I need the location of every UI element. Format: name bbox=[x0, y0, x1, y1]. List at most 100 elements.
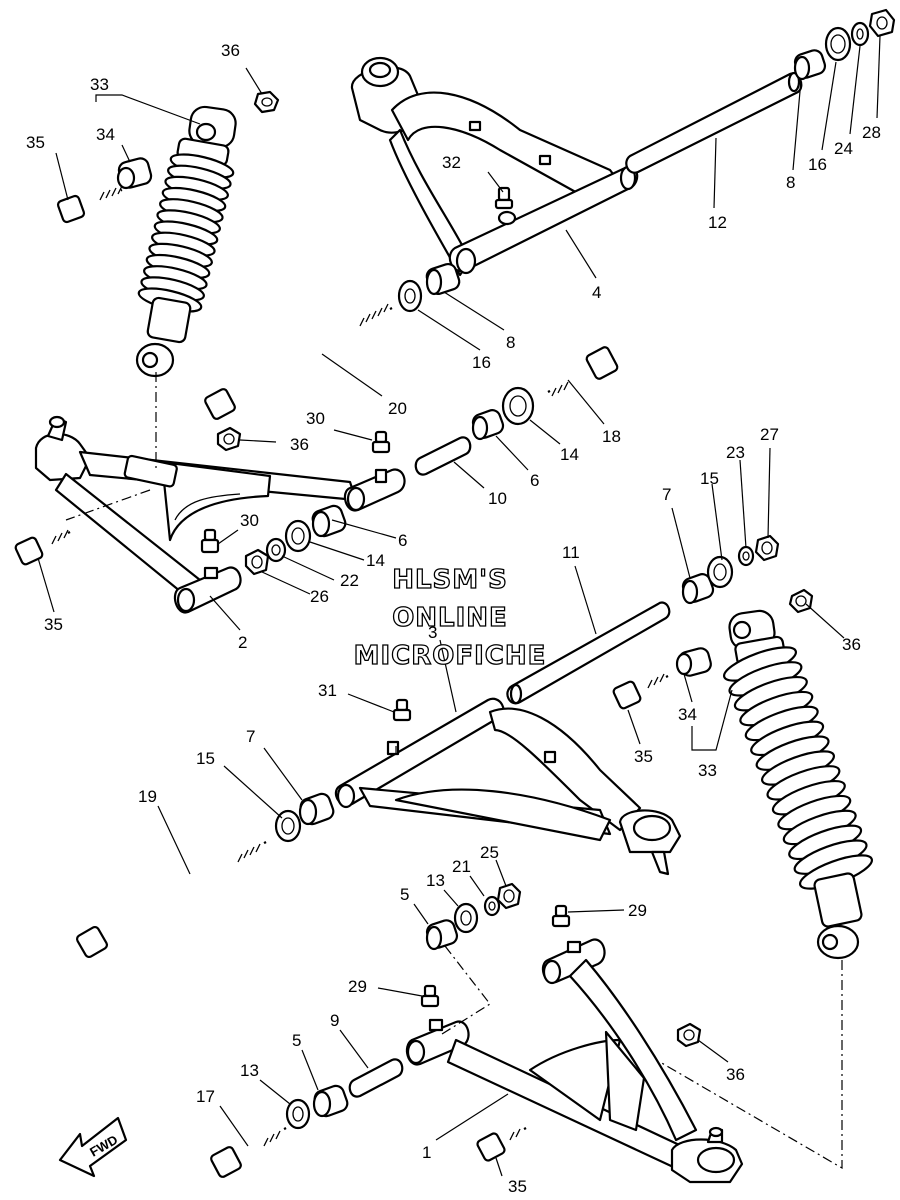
bolt-35-mid-left[interactable] bbox=[14, 529, 71, 566]
bolt-18[interactable] bbox=[547, 346, 619, 397]
nut-27[interactable] bbox=[754, 534, 780, 562]
nut-26[interactable] bbox=[244, 548, 270, 576]
washer-21[interactable] bbox=[483, 895, 501, 917]
lower-a-arm-2[interactable] bbox=[34, 415, 406, 614]
watermark-line-2: ONLINE bbox=[392, 603, 508, 633]
grease-fitting-30-bottom[interactable] bbox=[200, 528, 220, 580]
callout-16: 16 bbox=[808, 155, 827, 174]
bushing-6-right[interactable] bbox=[471, 408, 506, 441]
washer-23[interactable] bbox=[737, 545, 755, 567]
spacer-10[interactable] bbox=[414, 436, 472, 476]
callout-22: 22 bbox=[340, 571, 359, 590]
grease-fitting-29-upper[interactable] bbox=[551, 904, 571, 928]
watermark-line-1: HLSM'S bbox=[392, 565, 508, 595]
bushing-7-right[interactable] bbox=[681, 572, 716, 605]
callout-18: 18 bbox=[602, 427, 621, 446]
nut-28[interactable] bbox=[868, 8, 896, 38]
callout-28: 28 bbox=[862, 123, 881, 142]
assembly-dash-lines bbox=[65, 372, 843, 1170]
bushing-34-left[interactable] bbox=[116, 157, 153, 190]
nut-36-mid[interactable] bbox=[216, 426, 242, 452]
seal-15-right[interactable] bbox=[706, 555, 734, 589]
seal-14-right[interactable] bbox=[501, 386, 535, 426]
nut-36-bottom[interactable] bbox=[676, 1022, 702, 1048]
upper-a-arm-4[interactable] bbox=[350, 56, 639, 277]
bolt-19[interactable] bbox=[75, 840, 267, 959]
callout-35: 35 bbox=[508, 1177, 527, 1196]
bolt-35-bottom[interactable] bbox=[476, 1127, 527, 1162]
grease-fitting-31[interactable] bbox=[392, 698, 412, 722]
nut-36-right[interactable] bbox=[788, 588, 814, 614]
callout-23: 23 bbox=[726, 443, 745, 462]
left-shock-absorber[interactable] bbox=[135, 105, 238, 378]
callout-1: 1 bbox=[422, 1143, 431, 1162]
grease-fitting-30-top[interactable] bbox=[371, 430, 391, 454]
callout-30: 30 bbox=[240, 511, 259, 530]
nut-25[interactable] bbox=[496, 882, 522, 910]
right-shock-absorber[interactable] bbox=[721, 609, 876, 960]
washer-22[interactable] bbox=[265, 537, 287, 563]
bolt-20[interactable] bbox=[204, 303, 393, 420]
bushing-5-upper[interactable] bbox=[425, 918, 459, 951]
seal-16-top[interactable] bbox=[824, 26, 852, 62]
callout-30: 30 bbox=[306, 409, 325, 428]
callout-17: 17 bbox=[196, 1087, 215, 1106]
callout-36: 36 bbox=[842, 635, 861, 654]
bushing-34-right[interactable] bbox=[675, 647, 713, 678]
callout-15: 15 bbox=[700, 469, 719, 488]
grease-fitting-29-lower[interactable] bbox=[420, 984, 440, 1008]
bolt-35-top-left[interactable] bbox=[56, 185, 123, 224]
callout-35: 35 bbox=[26, 133, 45, 152]
seal-14-left[interactable] bbox=[284, 519, 312, 553]
callout-31: 31 bbox=[318, 681, 337, 700]
callout-9: 9 bbox=[330, 1011, 339, 1030]
callout-27: 27 bbox=[760, 425, 779, 444]
callout-5: 5 bbox=[400, 885, 409, 904]
watermark: HLSM'S ONLINE MICROFICHE bbox=[353, 564, 546, 671]
callout-6: 6 bbox=[530, 471, 539, 490]
callout-29: 29 bbox=[628, 901, 647, 920]
bushing-6-left[interactable] bbox=[310, 504, 347, 539]
callout-12: 12 bbox=[708, 213, 727, 232]
callout-11: 11 bbox=[562, 543, 580, 562]
callout-13: 13 bbox=[240, 1061, 259, 1080]
bushing-8-top[interactable] bbox=[793, 48, 827, 81]
washer-24[interactable] bbox=[850, 21, 870, 47]
bushing-7-left[interactable] bbox=[298, 792, 335, 827]
callout-8: 8 bbox=[786, 173, 795, 192]
callout-32: 32 bbox=[442, 153, 461, 172]
callout-2: 2 bbox=[238, 633, 247, 652]
callout-16: 16 bbox=[472, 353, 491, 372]
callout-24: 24 bbox=[834, 139, 853, 158]
fwd-arrow: FWD bbox=[58, 1116, 128, 1178]
callout-25: 25 bbox=[480, 843, 499, 862]
callout-36: 36 bbox=[221, 41, 240, 60]
callout-36: 36 bbox=[726, 1065, 745, 1084]
callout-36: 36 bbox=[290, 435, 309, 454]
leader-lines bbox=[37, 35, 881, 1177]
seal-16-mid[interactable] bbox=[397, 279, 423, 313]
callout-34: 34 bbox=[96, 125, 115, 144]
spacer-9[interactable] bbox=[348, 1058, 404, 1098]
callout-7: 7 bbox=[662, 485, 671, 504]
seal-13-lower[interactable] bbox=[285, 1098, 311, 1130]
seal-13-upper[interactable] bbox=[453, 902, 479, 934]
bolt-17[interactable] bbox=[210, 1127, 287, 1178]
callout-34: 34 bbox=[678, 705, 697, 724]
callout-29: 29 bbox=[348, 977, 367, 996]
callout-15: 15 bbox=[196, 749, 215, 768]
shaft-12[interactable] bbox=[625, 71, 803, 174]
nut-36-top[interactable] bbox=[253, 90, 280, 114]
grease-fitting-32[interactable] bbox=[494, 186, 517, 226]
callout-33: 33 bbox=[90, 75, 109, 94]
upper-a-arm-3[interactable] bbox=[334, 697, 682, 876]
bolt-35-mid-right[interactable] bbox=[612, 673, 669, 710]
shaft-11[interactable] bbox=[506, 601, 671, 705]
bushing-5-lower[interactable] bbox=[312, 1084, 349, 1119]
seal-15-left[interactable] bbox=[274, 809, 302, 843]
callout-4: 4 bbox=[592, 283, 601, 302]
lower-a-arm-1[interactable] bbox=[405, 938, 744, 1184]
callout-35: 35 bbox=[634, 747, 653, 766]
bushing-8-mid[interactable] bbox=[425, 262, 462, 296]
